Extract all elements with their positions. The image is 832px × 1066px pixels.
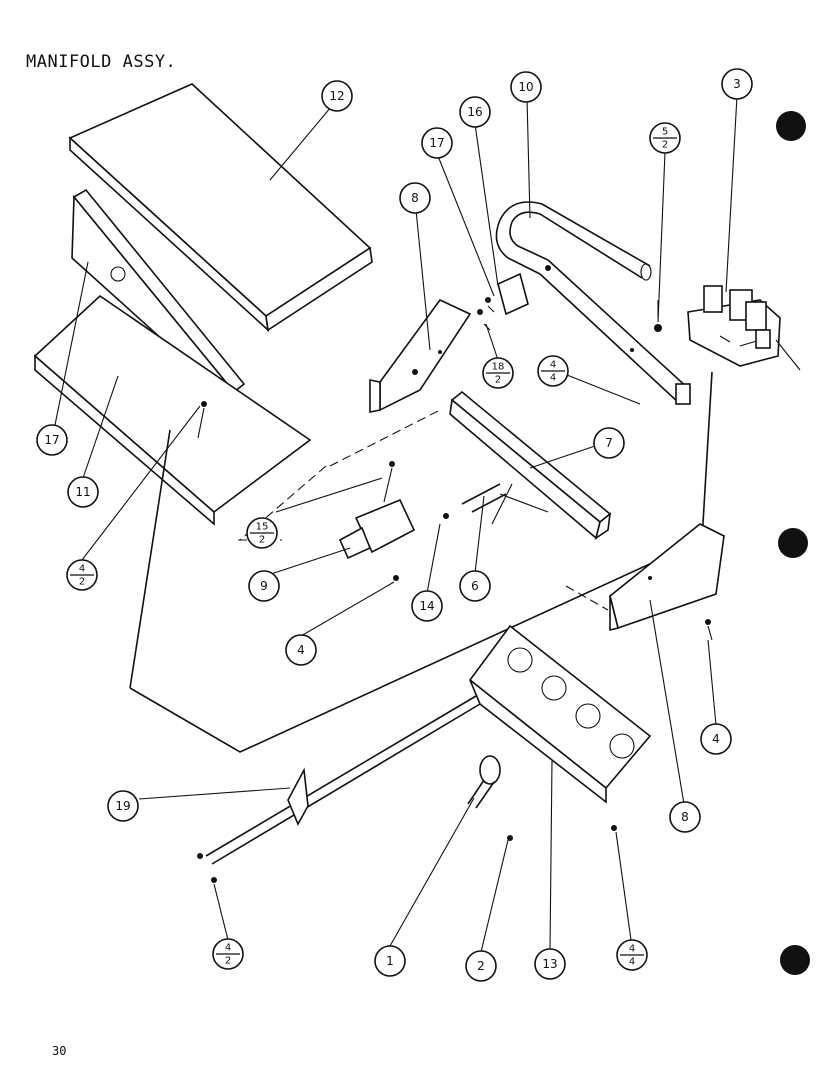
- callout-circle: [411, 590, 443, 622]
- callout-number: 17: [44, 433, 59, 447]
- callout-c12: 12: [321, 80, 353, 112]
- callout-quantity: 2: [662, 140, 668, 151]
- callout-circle: [421, 127, 453, 159]
- callout-c1: 1: [374, 945, 406, 977]
- callout-c4-2a: 42: [66, 559, 98, 591]
- registration-dot: [780, 945, 810, 975]
- page-number: 30: [52, 1044, 67, 1058]
- callout-c4b: 4: [700, 723, 732, 755]
- callout-c8a: 8: [399, 182, 431, 214]
- callout-c15-2: 152: [246, 517, 278, 549]
- registration-dot: [778, 528, 808, 558]
- callout-quantity: 2: [495, 375, 501, 386]
- callout-c17b: 17: [36, 424, 68, 456]
- parts-16-17-18-hardware: [477, 265, 662, 332]
- callout-circle: [107, 790, 139, 822]
- callout-c4-4a: 44: [537, 355, 569, 387]
- part-8-lower-bracket: [609, 523, 725, 641]
- callout-quantity: 2: [79, 577, 85, 588]
- callout-circle: [36, 424, 68, 456]
- callout-circle: [67, 476, 99, 508]
- callout-number: 4: [550, 360, 556, 371]
- callout-circle: [399, 182, 431, 214]
- part-11-bottom-panel: [33, 294, 312, 526]
- callout-circle: [248, 570, 280, 602]
- part-12-top-panel: [68, 83, 373, 333]
- callout-number: 4: [225, 943, 231, 954]
- callout-c7: 7: [593, 427, 625, 459]
- part-1-sensor: [467, 755, 513, 841]
- callout-c16: 16: [459, 96, 491, 128]
- part-3-gas-valve: [687, 285, 801, 371]
- callout-c13: 13: [534, 948, 566, 980]
- callout-number: 6: [471, 579, 479, 593]
- callout-number: 10: [518, 80, 533, 94]
- callout-number: 4: [629, 944, 635, 955]
- callout-number: 5: [662, 127, 668, 138]
- callout-c10: 10: [510, 71, 542, 103]
- callout-circle: [459, 96, 491, 128]
- callout-circle: [465, 950, 497, 982]
- callout-number: 7: [605, 436, 613, 450]
- callout-quantity: 2: [225, 956, 231, 967]
- callout-c4-4b: 44: [616, 939, 648, 971]
- callout-c3: 3: [721, 68, 753, 100]
- callout-c6: 6: [459, 570, 491, 602]
- callout-number: 9: [260, 579, 268, 593]
- callout-circle: [700, 723, 732, 755]
- callout-number: 4: [297, 643, 305, 657]
- callout-c19: 19: [107, 790, 139, 822]
- callout-quantity: 4: [629, 957, 635, 968]
- callout-number: 3: [733, 77, 741, 91]
- registration-dot: [776, 111, 806, 141]
- callout-c18-2: 182: [482, 357, 514, 389]
- callout-number: 13: [542, 957, 557, 971]
- callout-circle: [534, 948, 566, 980]
- callout-number: 12: [329, 89, 344, 103]
- callout-circle: [721, 68, 753, 100]
- leader-lines: [54, 95, 738, 953]
- callout-number: 19: [115, 799, 130, 813]
- callout-circle: [374, 945, 406, 977]
- callout-circle: [321, 80, 353, 112]
- callout-circle: [510, 71, 542, 103]
- callout-number: 1: [386, 954, 394, 968]
- callout-c11: 11: [67, 476, 99, 508]
- callout-number: 16: [467, 105, 482, 119]
- part-19-rod: [197, 695, 481, 883]
- callout-number: 8: [681, 810, 689, 824]
- callout-number: 11: [75, 485, 90, 499]
- callout-circle: [593, 427, 625, 459]
- callout-quantity: 2: [259, 535, 265, 546]
- callout-c14: 14: [411, 590, 443, 622]
- callout-c2: 2: [465, 950, 497, 982]
- callout-number: 2: [477, 959, 485, 973]
- callout-circle: [669, 801, 701, 833]
- callout-c4-2b: 42: [212, 938, 244, 970]
- callout-circle: [285, 634, 317, 666]
- callout-number: 8: [411, 191, 419, 205]
- callout-quantity: 4: [550, 373, 556, 384]
- callout-c17a: 17: [421, 127, 453, 159]
- part-8-upper-bracket: [369, 298, 472, 413]
- callout-c4a: 4: [285, 634, 317, 666]
- callout-c8b: 8: [669, 801, 701, 833]
- part-7-manifold: [449, 390, 612, 540]
- callout-number: 15: [256, 522, 269, 533]
- part-6-electrode: [443, 483, 549, 525]
- part-9-igniter: [338, 461, 416, 581]
- callout-number: 17: [429, 136, 444, 150]
- callout-number: 14: [419, 599, 434, 613]
- callout-circle: [459, 570, 491, 602]
- part-13-burner-box: [468, 624, 652, 831]
- diagram-title: MANIFOLD ASSY.: [26, 52, 177, 72]
- callout-c5-2: 52: [649, 122, 681, 154]
- callout-c9: 9: [248, 570, 280, 602]
- callout-number: 4: [79, 564, 85, 575]
- assembly-outline: [129, 371, 713, 753]
- callout-number: 4: [712, 732, 720, 746]
- callout-number: 18: [492, 362, 505, 373]
- part-10-tube: [495, 201, 691, 405]
